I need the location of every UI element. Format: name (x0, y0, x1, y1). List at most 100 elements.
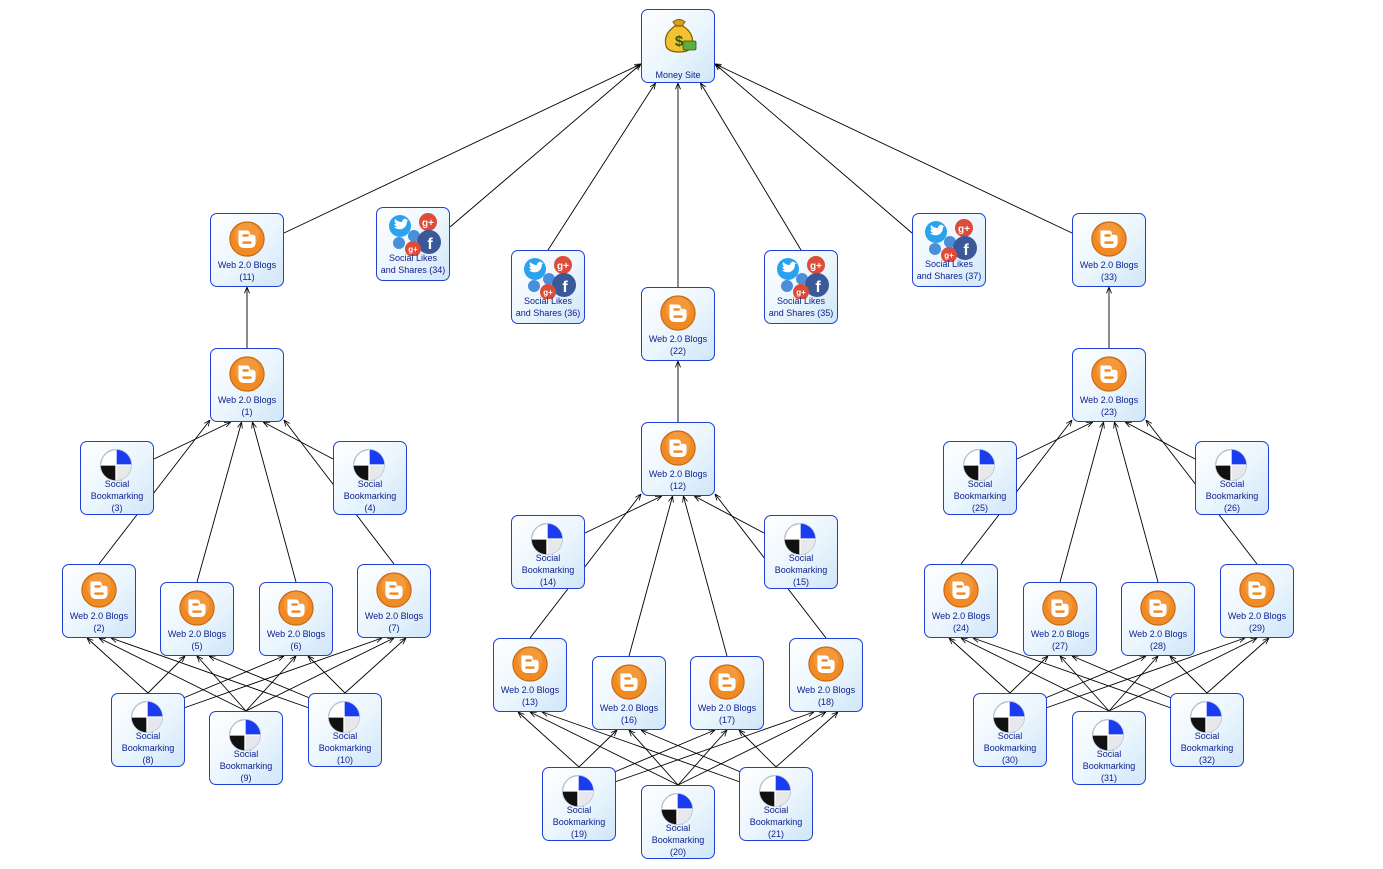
node-caption: Web 2.0 Blogs(1) (211, 394, 283, 418)
blog-node-16[interactable]: Web 2.0 Blogs(16) (592, 656, 666, 730)
edge-37-to-money (715, 64, 913, 234)
edge-9-to-7 (245, 638, 394, 712)
node-label-line2: Bookmarking (1180, 743, 1234, 753)
social-bookmark-icon (529, 521, 567, 559)
node-caption: Web 2.0 Blogs(2) (63, 610, 135, 634)
blog-node-18[interactable]: Web 2.0 Blogs(18) (789, 638, 863, 712)
blog-node-11[interactable]: Web 2.0 Blogs(11) (210, 213, 284, 287)
social-media-icon: g+ f g+ (771, 255, 831, 300)
node-number: (8) (142, 755, 154, 765)
blog-node-7[interactable]: Web 2.0 Blogs(7) (357, 564, 431, 638)
node-label-line1: Social Likes (523, 296, 573, 306)
node-number: (2) (93, 623, 105, 633)
edge-5-to-1 (196, 422, 242, 583)
blog-node-2[interactable]: Web 2.0 Blogs(2) (62, 564, 136, 638)
svg-text:g+: g+ (557, 261, 569, 272)
edge-32-to-28 (1170, 656, 1208, 694)
blog-node-17[interactable]: Web 2.0 Blogs(17) (690, 656, 764, 730)
node-label-line1: Social (535, 553, 561, 563)
node-caption: Web 2.0 Blogs(5) (161, 628, 233, 652)
node-caption: Money Site (642, 69, 714, 81)
blog-node-13[interactable]: Web 2.0 Blogs(13) (493, 638, 567, 712)
blog-node-6[interactable]: Web 2.0 Blogs(6) (259, 582, 333, 656)
money-site-node[interactable]: $ Money Site (641, 9, 715, 83)
blog-node-24[interactable]: Web 2.0 Blogs(24) (924, 564, 998, 638)
node-number: (27) (1051, 641, 1068, 651)
node-label-line2: Bookmarking (774, 565, 828, 575)
blog-node-12[interactable]: Web 2.0 Blogs(12) (641, 422, 715, 496)
node-number: (14) (539, 577, 556, 587)
blogger-icon (375, 571, 413, 609)
blog-node-23[interactable]: Web 2.0 Blogs(23) (1072, 348, 1146, 422)
node-number: (20) (669, 847, 686, 857)
edge-30-to-28 (1042, 656, 1146, 700)
node-label: Web 2.0 Blogs (648, 334, 708, 344)
blogger-icon (228, 220, 266, 258)
edge-9-to-2 (99, 638, 247, 712)
blog-node-33[interactable]: Web 2.0 Blogs(33) (1072, 213, 1146, 287)
svg-text:$: $ (675, 33, 684, 50)
edge-6-to-1 (252, 422, 297, 583)
svg-text:g+: g+ (944, 251, 954, 260)
blog-node-27[interactable]: Web 2.0 Blogs(27) (1023, 582, 1097, 656)
node-number: (23) (1100, 407, 1117, 417)
edge-33-to-money (715, 64, 1073, 234)
social-bookmark-icon (326, 699, 364, 737)
blog-node-28[interactable]: Web 2.0 Blogs(28) (1121, 582, 1195, 656)
node-label-line2: Bookmarking (90, 491, 144, 501)
node-label-line2: and Shares (515, 308, 562, 318)
edge-32-to-24 (973, 638, 1175, 710)
social-bookmark-icon (1213, 447, 1251, 485)
edge-21-to-18 (775, 712, 838, 768)
edge-21-to-16 (641, 730, 744, 774)
blogger-icon (511, 645, 549, 683)
blogger-icon (277, 589, 315, 627)
blogger-icon (942, 571, 980, 609)
edge-20-to-13 (530, 712, 679, 786)
node-label-line1: Social Likes (776, 296, 826, 306)
blogger-icon (1041, 589, 1079, 627)
blogger-icon (610, 663, 648, 701)
blog-node-29[interactable]: Web 2.0 Blogs(29) (1220, 564, 1294, 638)
edge-26-to-23 (1125, 422, 1196, 460)
node-label: Web 2.0 Blogs (648, 469, 708, 479)
node-label: Web 2.0 Blogs (697, 703, 757, 713)
node-number: (28) (1149, 641, 1166, 651)
node-label: Web 2.0 Blogs (931, 611, 991, 621)
blog-node-5[interactable]: Web 2.0 Blogs(5) (160, 582, 234, 656)
node-caption: Web 2.0 Blogs(28) (1122, 628, 1194, 652)
blog-node-22[interactable]: Web 2.0 Blogs(22) (641, 287, 715, 361)
edge-3-to-1 (153, 422, 231, 460)
social-bookmark-icon (1090, 717, 1128, 755)
blog-node-1[interactable]: Web 2.0 Blogs(1) (210, 348, 284, 422)
node-label: Web 2.0 Blogs (500, 685, 560, 695)
node-label-line1: Social (763, 805, 789, 815)
svg-text:g+: g+ (422, 218, 434, 229)
node-caption: Web 2.0 Blogs(16) (593, 702, 665, 726)
node-number: (4) (364, 503, 376, 513)
node-number: (18) (817, 697, 834, 707)
node-label-line1: Social (1096, 749, 1122, 759)
